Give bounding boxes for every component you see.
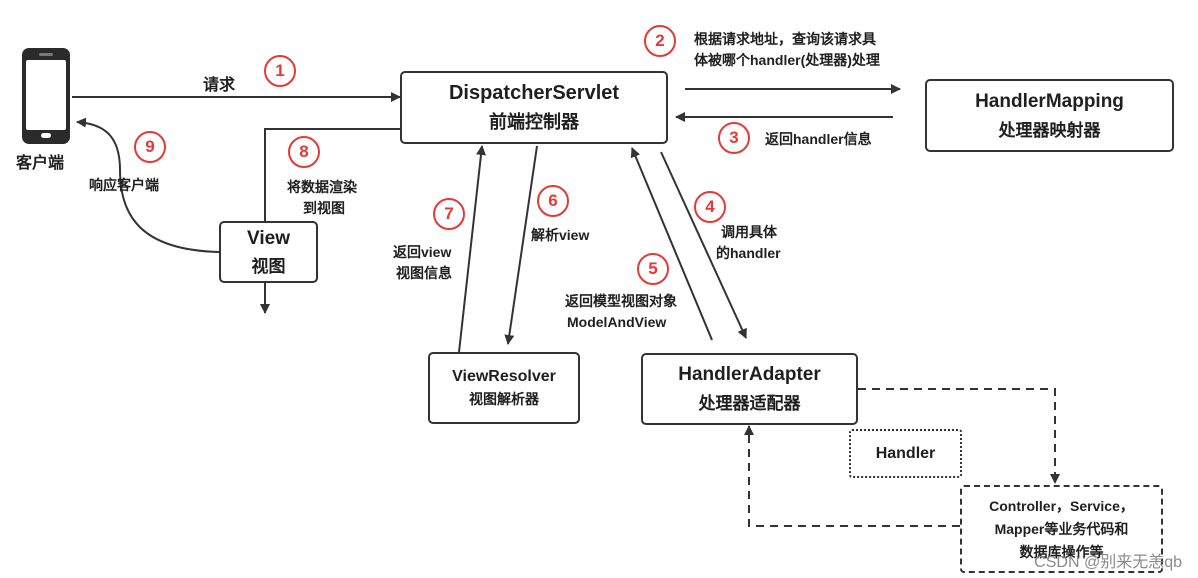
step-1-badge: 1 [264,55,296,87]
handler-adapter-subtitle: 处理器适配器 [698,394,801,413]
step-4-label-line-1: 调用具体 [721,224,777,240]
phone-speaker [39,53,53,56]
view-resolver-title: ViewResolver [452,367,556,385]
handler-adapter-title: HandlerAdapter [678,364,821,385]
view-box: View 视图 [219,221,318,283]
handler-box: Handler [849,429,962,478]
client-label: 客户端 [16,155,65,172]
step-5-badge: 5 [637,253,669,285]
step-3-label: 返回handler信息 [765,131,872,147]
arrow-resolve-view [504,145,538,345]
step-2-label-line-1: 根据请求地址，查询该请求具 [694,31,876,47]
step-8-badge: 8 [288,136,320,168]
phone-icon [22,48,70,144]
step-8-label-line-1: 将数据渲染 [287,179,357,195]
dispatcher-subtitle: 前端控制器 [489,111,579,132]
step-6-badge: 6 [537,185,569,217]
arrow-adapter-to-business [858,388,1060,484]
step-3-badge: 3 [718,122,750,154]
handler-mapping-box: HandlerMapping 处理器映射器 [925,79,1174,152]
step-6-label: 解析view [531,227,590,243]
view-title: View [247,227,290,249]
step-2-badge: 2 [644,25,676,57]
phone-home-button [41,133,51,138]
arrow-return-view [458,145,486,353]
view-resolver-box: ViewResolver 视图解析器 [428,352,580,424]
business-line-3: 数据库操作等 [1019,544,1104,560]
step-4-label-line-2: 的handler [716,245,781,261]
business-code-box: Controller，Service， Mapper等业务代码和 数据库操作等 [960,485,1163,573]
step-5-label-line-2: ModelAndView [567,314,667,330]
step-9-label: 响应客户端 [89,177,159,193]
watermark: CSDN @别来无恙qb [1034,554,1182,571]
step-7-label-line-1: 返回view [393,244,452,260]
dispatcher-servlet-box: DispatcherServlet 前端控制器 [400,71,668,144]
handler-mapping-subtitle: 处理器映射器 [998,120,1101,140]
handler-mapping-title: HandlerMapping [975,90,1124,112]
step-9-badge: 9 [134,131,166,163]
dispatcher-title: DispatcherServlet [448,81,620,104]
step-4-badge: 4 [694,191,726,223]
arrow-business-to-adapter [744,425,960,527]
step-7-badge: 7 [433,198,465,230]
arrow-invoke-handler [660,151,747,339]
step-8-label-line-2: 到视图 [303,200,345,216]
arrow-respond-client [76,117,220,253]
step-2-label-line-2: 体被哪个handler(处理器)处理 [694,52,880,68]
step-1-label: 请求 [203,77,236,94]
business-line-2: Mapper等业务代码和 [994,521,1129,537]
handler-adapter-box: HandlerAdapter 处理器适配器 [641,353,858,425]
view-subtitle: 视图 [251,256,286,276]
step-7-label-line-2: 视图信息 [396,265,452,281]
step-5-label-line-1: 返回模型视图对象 [565,293,677,309]
arrow-return-modelandview [630,147,713,341]
business-line-1: Controller，Service， [989,498,1134,514]
handler-title: Handler [875,444,936,462]
view-resolver-subtitle: 视图解析器 [469,390,539,407]
phone-screen [26,60,66,130]
